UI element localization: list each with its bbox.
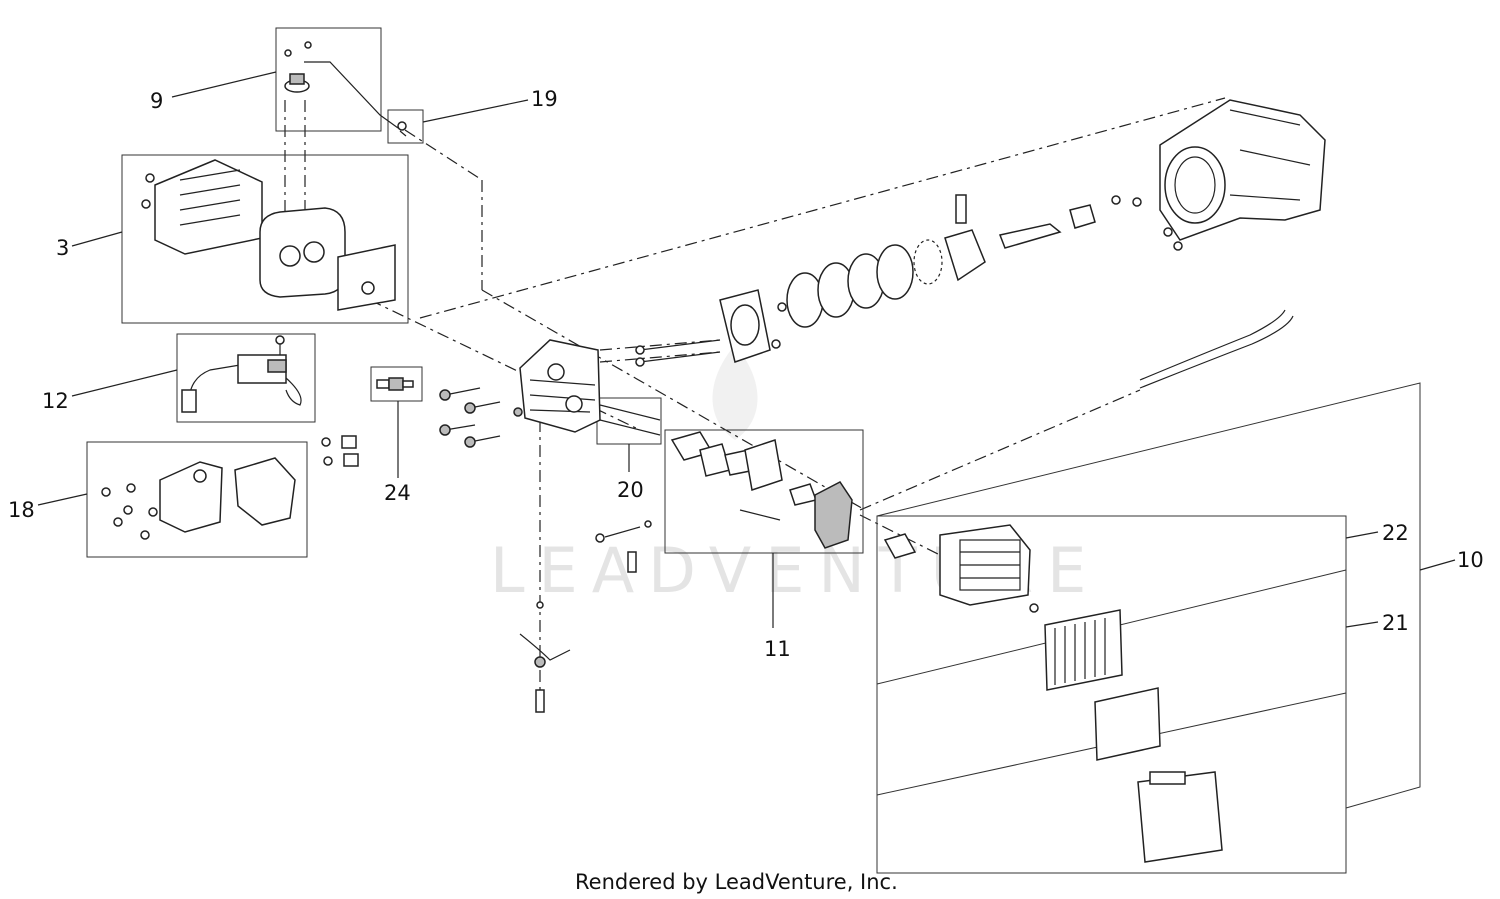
- piston: [944, 194, 986, 282]
- part-9-choke-bracket: [284, 41, 399, 129]
- head-bolts: [439, 387, 523, 448]
- part-24-spark-plug: [376, 377, 414, 391]
- piston-rings: [786, 239, 943, 328]
- air-filter-cover: [1137, 771, 1223, 863]
- head-gasket: [719, 289, 787, 363]
- cylinder-head: [519, 339, 601, 433]
- group-box-12: [176, 333, 316, 423]
- engine-block: [1159, 99, 1326, 251]
- group-box-11: [664, 429, 864, 554]
- part-12-ignition-coil: [181, 335, 302, 413]
- studs-pushrods: [635, 339, 721, 367]
- part-18-valve-cover: [101, 457, 296, 540]
- callout-12[interactable]: 12: [42, 389, 69, 413]
- lower-small-parts: [519, 520, 652, 713]
- callout-11[interactable]: 11: [764, 637, 791, 661]
- group-box-19: [387, 109, 424, 144]
- leader-lines: [37, 71, 1456, 628]
- callout-20[interactable]: 20: [617, 478, 644, 502]
- pre-filter: [1094, 687, 1161, 761]
- fuel-hose: [1139, 309, 1294, 389]
- callout-18[interactable]: 18: [8, 498, 35, 522]
- callout-21[interactable]: 21: [1382, 611, 1409, 635]
- group-box-24: [370, 366, 423, 402]
- part-20-intake-studs: [599, 404, 661, 436]
- valve-springs: [321, 435, 359, 467]
- group-box-3: [121, 154, 409, 324]
- callout-24[interactable]: 24: [384, 481, 411, 505]
- callout-3[interactable]: 3: [56, 236, 69, 260]
- callout-19[interactable]: 19: [531, 87, 558, 111]
- group-box-18: [86, 441, 308, 558]
- callout-10[interactable]: 10: [1457, 548, 1484, 572]
- group-box-20: [596, 397, 662, 445]
- part-11-carburetor-assembly: [670, 431, 853, 549]
- footer-credit: Rendered by LeadVenture, Inc.: [575, 870, 898, 894]
- group-box-10: [876, 382, 1421, 809]
- part-22-air-filter-housing: [883, 524, 1039, 613]
- part-3-muffler-assembly: [141, 159, 396, 311]
- assembly-axis-lines: [284, 97, 1226, 700]
- watermark-logo-icon: [712, 345, 758, 440]
- callout-9[interactable]: 9: [150, 89, 163, 113]
- part-21-air-filter-element: [1044, 609, 1123, 691]
- callout-22[interactable]: 22: [1382, 521, 1409, 545]
- part-19-clip: [397, 121, 407, 137]
- connecting-rod: [998, 195, 1142, 249]
- group-box-22: [876, 515, 1347, 874]
- group-box-9: [275, 27, 382, 132]
